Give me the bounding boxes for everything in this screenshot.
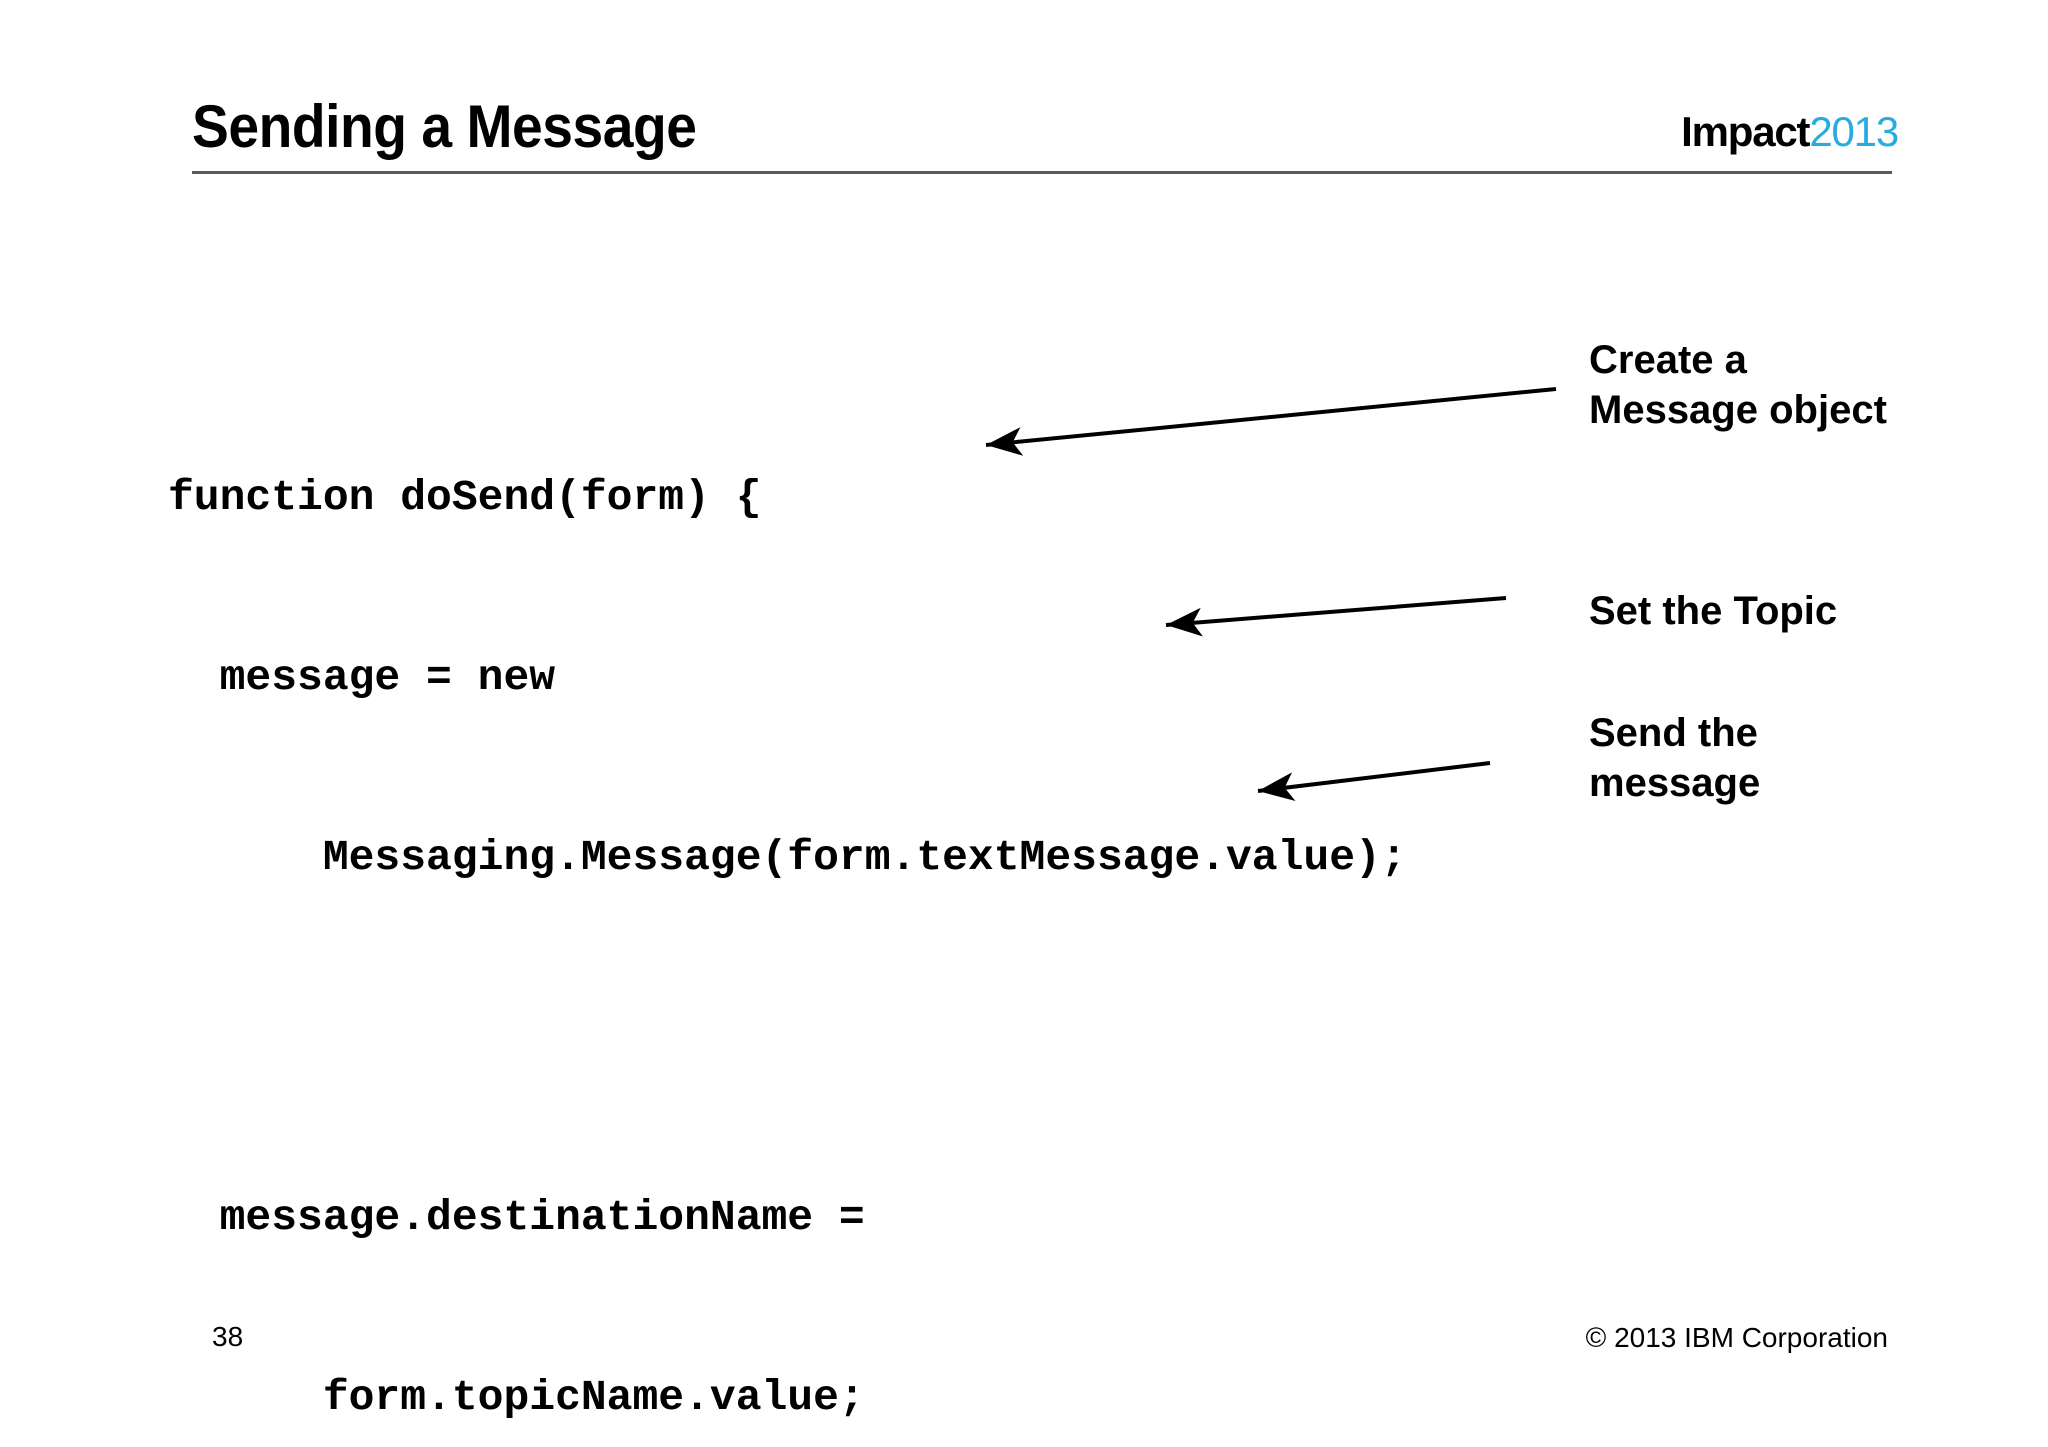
code-block: function doSend(form) { message = new Me… xyxy=(168,348,1407,1447)
code-line: Messaging.Message(form.textMessage.value… xyxy=(168,833,1407,882)
annotation-label-create-message-object: Create a Message object xyxy=(1589,338,1887,432)
header-divider xyxy=(192,171,1892,174)
page-title: Sending a Message xyxy=(192,93,697,160)
code-line: function doSend(form) { xyxy=(168,473,762,522)
logo-year-text: 2013 xyxy=(1809,108,1899,155)
annotation-label-send-the-message: Send the message xyxy=(1589,711,1761,805)
code-line: message = new xyxy=(168,653,556,702)
code-line: form.topicName.value; xyxy=(168,1373,865,1422)
code-line-blank xyxy=(168,1008,1407,1068)
logo-impact-text: Impact xyxy=(1681,108,1810,155)
annotation-label-set-the-topic: Set the Topic xyxy=(1589,589,1838,633)
code-line: message.destinationName = xyxy=(168,1193,865,1242)
page-number: 38 xyxy=(212,1321,244,1352)
copyright-notice: © 2013 IBM Corporation xyxy=(1585,1322,1888,1353)
impact-2013-logo: Impact2013 xyxy=(1681,108,1899,155)
